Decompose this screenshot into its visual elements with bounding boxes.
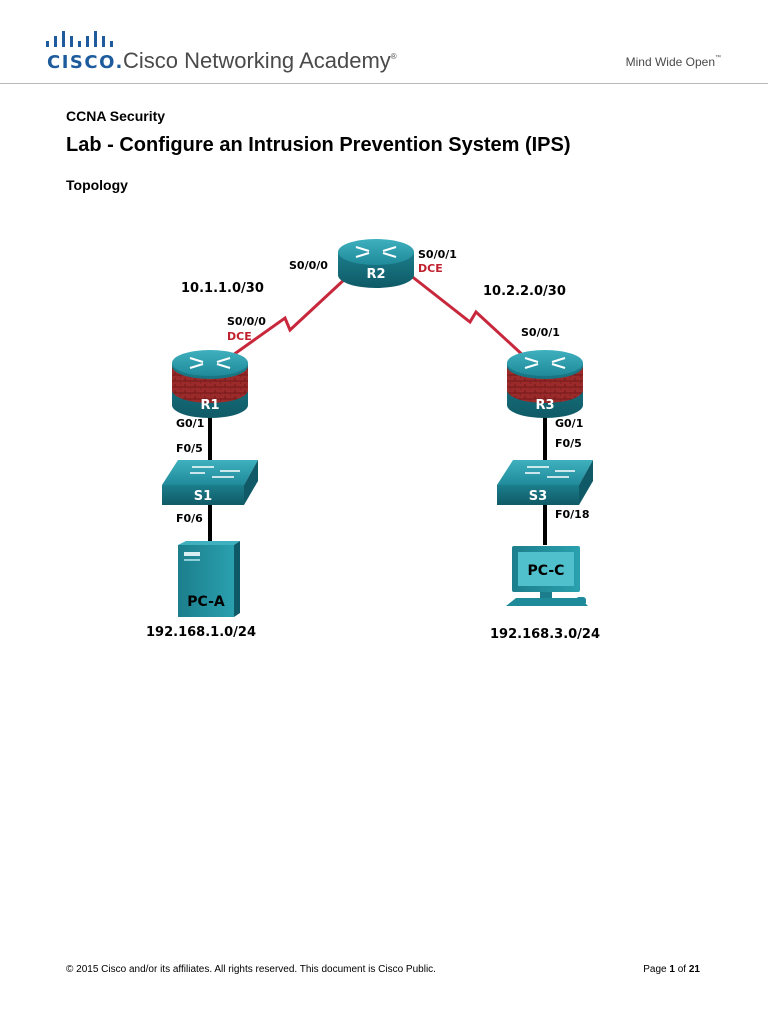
serial-link-r1-r2 [225,276,348,362]
document-header: CISCO. Cisco Networking Academy® Mind Wi… [0,0,768,86]
serial-link-r2-r3 [409,273,528,360]
pc-label: PC-C [528,563,565,579]
pcc-network-label: 192.168.3.0/24 [490,627,600,642]
switch-label: S1 [194,489,212,504]
router-label: R3 [535,398,554,413]
router-r2[interactable]: R2 [338,239,414,288]
s3-f018-label: F0/18 [555,508,590,521]
drive-bay-icon [184,552,200,556]
course-name: CCNA Security [66,108,166,124]
mouse-icon [576,597,586,605]
r2-s001-label: S0/0/1 [418,248,457,261]
r1-g01-label: G0/1 [176,417,204,430]
copyright-notice: © 2015 Cisco and/or its affiliates. All … [66,964,436,975]
registered-mark: ® [390,52,397,61]
trademark-mark: ™ [715,55,721,61]
r2-dce-label: DCE [418,262,443,275]
pc-a[interactable]: PC-A [178,541,240,617]
switch-s1[interactable]: S1 [162,460,258,505]
router-arrows-icon [355,246,397,258]
topology-diagram: R2 R1 R3 [146,239,600,642]
router-label: R2 [366,267,385,282]
s1-f06-label: F0/6 [176,512,203,525]
switch-s3[interactable]: S3 [497,460,593,505]
router-r1[interactable]: R1 [172,350,248,418]
r3-g01-label: G0/1 [555,417,583,430]
cisco-bridge-icon [46,31,113,47]
router-arrows-icon [189,357,231,369]
pc-c[interactable]: PC-C [506,546,588,606]
cisco-logo-text: CISCO. [47,52,124,73]
academy-name: Cisco Networking Academy® [123,48,397,73]
router-r3[interactable]: R3 [507,350,583,418]
network-10-2-2-0-label: 10.2.2.0/30 [483,284,566,299]
r2-s000-label: S0/0/0 [289,259,328,272]
tagline: Mind Wide Open™ [625,55,721,69]
header-divider [0,83,768,84]
router-label: R1 [200,398,219,413]
r1-s000-label: S0/0/0 [227,315,266,328]
r1-dce-label: DCE [227,330,252,343]
page-title: Lab - Configure an Intrusion Prevention … [66,134,571,156]
page-number: Page 1 of 21 [643,964,700,975]
switch-arrows-icon [525,466,575,478]
switch-label: S3 [529,489,547,504]
pca-network-label: 192.168.1.0/24 [146,625,256,640]
switch-arrows-icon [190,466,240,478]
r3-s001-label: S0/0/1 [521,326,560,339]
s1-f05-label: F0/5 [176,442,203,455]
network-10-1-1-0-label: 10.1.1.0/30 [181,281,264,296]
section-heading: Topology [66,177,128,193]
router-arrows-icon [524,357,566,369]
s3-f05-label: F0/5 [555,437,582,450]
pc-label: PC-A [187,594,225,610]
